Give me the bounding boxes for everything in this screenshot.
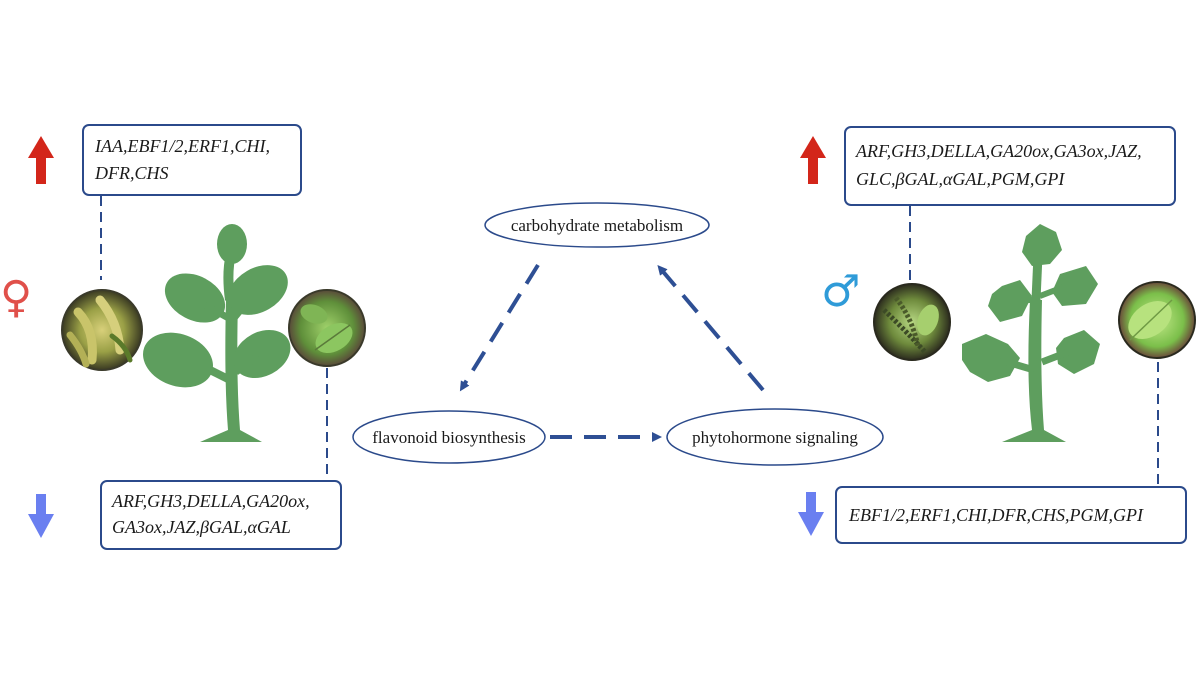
male-plant-illustration: [962, 224, 1100, 442]
female-plant-illustration: [143, 224, 291, 442]
female-leaf-photo: [288, 289, 366, 367]
female-up-genes-line-1: IAA,EBF1/2,ERF1,CHI,: [94, 136, 270, 156]
female-down-arrow-icon: [28, 494, 54, 538]
cycle-label-left: flavonoid biosynthesis: [372, 428, 525, 447]
female-catkin-photo: [61, 289, 143, 371]
arrow-carbohydrate-to-flavonoid: [459, 263, 540, 392]
cycle-node-phytohormone: phytohormone signaling: [666, 408, 884, 466]
male-down-genes-box: EBF1/2,ERF1,CHI,DFR,CHS,PGM,GPI: [835, 486, 1187, 544]
male-up-arrow-icon: [800, 136, 826, 184]
female-up-genes-line-2: DFR,CHS: [94, 163, 169, 183]
female-down-genes-box: ARF,GH3,DELLA,GA20ox, GA3ox,JAZ,βGAL,αGA…: [100, 480, 342, 550]
male-up-genes-line-2: GLC,βGAL,αGAL,PGM,GPI: [856, 169, 1065, 189]
cycle-node-carbohydrate: carbohydrate metabolism: [484, 202, 710, 248]
cycle-node-flavonoid: flavonoid biosynthesis: [352, 410, 546, 464]
female-up-genes-box: IAA,EBF1/2,ERF1,CHI, DFR,CHS: [82, 124, 302, 196]
arrow-phytohormone-to-carbohydrate: [657, 264, 765, 392]
male-symbol-icon: ♂: [821, 266, 860, 317]
male-catkin-photo: [873, 283, 951, 361]
cycle-label-right: phytohormone signaling: [692, 428, 858, 447]
female-down-genes-line-1: ARF,GH3,DELLA,GA20ox,: [111, 491, 310, 511]
male-up-genes-line-1: ARF,GH3,DELLA,GA20ox,GA3ox,JAZ,: [855, 141, 1142, 161]
female-up-arrow-icon: [28, 136, 54, 184]
female-down-genes-line-2: GA3ox,JAZ,βGAL,αGAL: [112, 517, 291, 537]
male-up-genes-box: ARF,GH3,DELLA,GA20ox,GA3ox,JAZ, GLC,βGAL…: [844, 126, 1176, 206]
cycle-label-top: carbohydrate metabolism: [511, 216, 683, 235]
male-down-arrow-icon: [798, 492, 824, 536]
male-down-genes-line-1: EBF1/2,ERF1,CHI,DFR,CHS,PGM,GPI: [848, 505, 1144, 525]
female-symbol-icon: ♀: [0, 272, 32, 323]
male-leaf-photo: [1118, 281, 1196, 359]
